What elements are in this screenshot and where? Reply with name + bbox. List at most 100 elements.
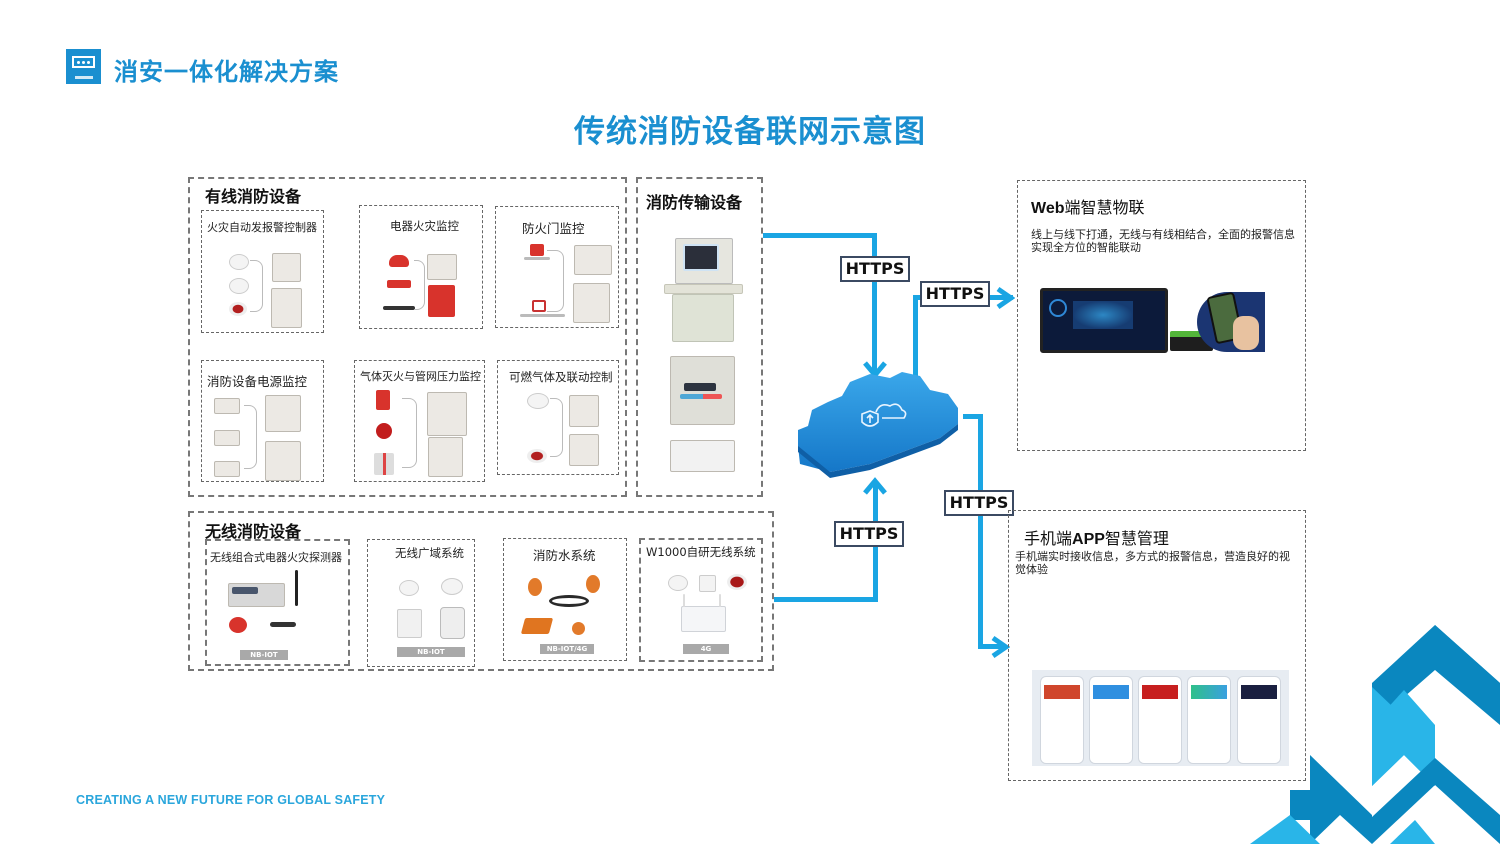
web-platform-panel [1017,180,1306,451]
gas-alarm-image [440,607,465,639]
door-rail-image [520,314,565,317]
current-sensor-image [229,617,247,633]
alarm-light-image [527,449,547,463]
door-monitor-base-image [524,257,550,260]
brand-title: 消安一体化解决方案 [114,58,339,86]
connection-line-wireless [774,597,878,602]
cable-coil-image [549,595,589,607]
network-tag: 4G [683,644,729,654]
arrow-right-icon [996,286,1015,310]
device-card-combustible-gas [497,360,619,475]
gas-control-panel-image [427,392,467,436]
connection-line-transmission [872,233,877,371]
wireless-devices-group [188,511,774,671]
gas-control-cabinet-image [428,437,463,477]
wireless-smoke-detector-image [668,575,688,591]
device-card-label: 防火门监控 [522,221,585,236]
transmission-devices-group [636,177,763,497]
shield-icon [861,403,907,427]
diagram-title: 传统消防设备联网示意图 [574,114,926,150]
gas-controller-image [569,395,599,427]
connector-arrow [402,398,417,468]
smoke-detector-image [229,254,249,270]
sensor-cable-image [270,622,296,627]
connector-arrow [550,398,563,457]
transmission-group-title: 消防传输设备 [646,193,743,212]
decorative-chevrons-icon [1250,625,1500,844]
app-panel-title-latin: APP [1072,531,1105,548]
linkage-controller-image [569,434,599,466]
device-card-label: 无线组合式电器火灾探测器 [210,551,342,564]
app-panel-title: 手机端APP智慧管理 [1024,525,1169,549]
level-sensor-box-image [520,618,554,634]
device-card-fire-alarm-controller [201,210,324,333]
device-card-label: 可燃气体及联动控制 [509,370,613,384]
company-logo-icon [66,49,101,84]
wired-devices-group [188,177,627,497]
monitor-console-display-image [683,244,719,271]
connection-line-app [963,414,983,419]
wireless-smoke-detector-image [399,580,419,596]
transmission-unit-keys-image [680,394,722,399]
power-module-image [214,398,240,414]
sensor-cable-image [383,306,415,310]
device-card-label: 无线广域系统 [395,546,464,560]
connection-line-transmission [763,233,876,238]
device-card-fire-water-system [503,538,627,661]
network-tag: NB-IOT [397,647,465,657]
device-card-power-monitoring [201,360,324,482]
device-card-label: 电器火灾监控 [390,219,459,233]
power-monitor-panel-image [265,395,301,432]
app-screenshots-image [1032,670,1289,766]
laptop-dashboard-image [1040,288,1168,353]
web-panel-title-latin: Web [1031,200,1065,217]
connector-arrow [547,250,564,312]
connection-line-app [978,414,983,648]
control-cabinet-image [271,288,302,328]
connection-line-app [978,644,1006,649]
heat-detector-image [229,278,249,294]
connector-arrow [414,260,425,310]
connector-arrow [244,405,257,469]
alarm-bell-image [229,302,247,316]
https-label: HTTPS [944,490,1014,516]
power-module-image [214,461,240,477]
network-tag: NB-IOT [240,650,288,660]
app-panel-title-cn1: 手机端 [1024,529,1073,548]
device-card-label: W1000自研无线系统 [646,545,756,559]
door-closer-image [532,300,546,312]
pressure-gauge-image [586,575,600,593]
web-panel-title: Web端智慧物联 [1031,194,1145,218]
manual-release-button-image [376,390,390,410]
gateway-antenna-image [683,594,685,607]
device-card-fire-door [495,206,619,328]
device-card-gas-extinguishing [354,360,485,482]
network-tag: NB-IOT/4G [540,644,594,654]
footer-slogan: CREATING A NEW FUTURE FOR GLOBAL SAFETY [76,793,386,807]
pressure-gauge-image [572,622,585,635]
device-card-w1000-wireless [639,538,763,662]
connector-arrow [250,260,263,312]
door-cabinet-image [573,283,610,323]
phone-hand-image [1197,291,1265,352]
device-card-label: 火灾自动发报警控制器 [207,221,317,234]
wireless-heat-detector-image [441,578,463,595]
https-label: HTTPS [834,521,904,547]
gas-detector-image [527,393,549,409]
device-card-label: 消防设备电源监控 [207,374,308,389]
device-card-wireless-electrical-detector [205,539,350,666]
gateway-antenna-image [719,594,721,607]
gas-cylinder-image [374,453,394,475]
monitor-console-stand-image [672,294,734,342]
red-monitor-cabinet-image [428,285,455,317]
door-monitor-image [530,244,544,256]
arrow-right-icon [991,635,1010,659]
monitor-panel-image [427,254,457,280]
monitor-console-desk-image [664,284,743,294]
door-controller-image [574,245,612,275]
pressure-gauge-image [528,578,542,596]
power-module-image [214,430,240,446]
wireless-group-title: 无线消防设备 [205,522,302,541]
current-transformer-image [387,280,411,288]
transmission-unit-display-image [684,383,716,391]
